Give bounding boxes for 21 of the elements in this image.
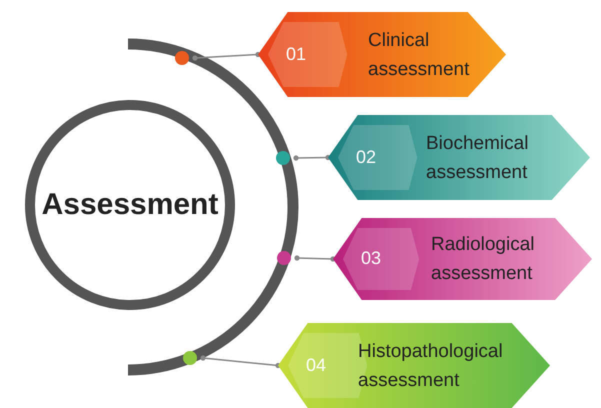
leader-line: [192, 52, 261, 61]
hexagon-banner: [278, 323, 550, 408]
hexagon-banner: [328, 115, 590, 200]
leader-line: [294, 255, 336, 262]
hexagon-banner: [333, 218, 592, 300]
step-number: 03: [361, 248, 382, 269]
leader-line: [200, 355, 281, 368]
marker-dot: [276, 151, 290, 165]
marker-dot: [277, 251, 291, 265]
leader-line: [293, 154, 331, 161]
center-title: Assessment: [42, 188, 218, 222]
step-number: 02: [356, 146, 376, 168]
marker-dot: [175, 51, 189, 65]
marker-dot: [183, 351, 197, 365]
step-number: 01: [286, 44, 306, 64]
step-label: Radiological assessment: [431, 233, 536, 286]
step-label: Clinical assessment: [368, 28, 470, 82]
hexagon-banner: [258, 12, 506, 97]
step-label: Biochemical assessment: [426, 132, 530, 184]
step-label: Histopathological assessment: [358, 340, 504, 392]
step-number: 04: [306, 354, 326, 376]
